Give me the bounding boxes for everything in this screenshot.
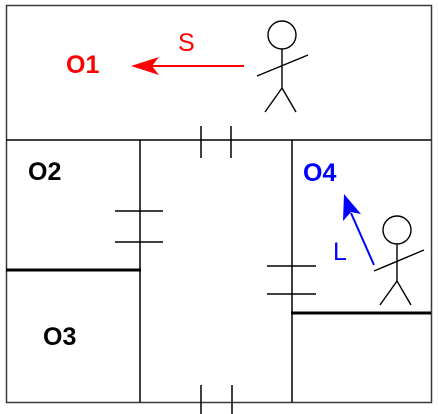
room-label-o2: O2 <box>28 158 61 186</box>
person-icon <box>373 215 425 306</box>
room-label-o1: O1 <box>66 51 99 79</box>
arrow-left <box>343 194 375 266</box>
arrow-straight <box>131 57 244 75</box>
door-left <box>115 210 163 243</box>
arrowhead-straight <box>131 57 159 75</box>
motion-label-left: L <box>333 238 347 266</box>
building-outline <box>5 4 433 404</box>
room-label-o3: O3 <box>43 323 76 351</box>
door-bottom <box>200 385 233 414</box>
door-top <box>200 126 232 158</box>
person-icon <box>256 20 309 113</box>
room-label-o4: O4 <box>303 159 336 187</box>
motion-label-straight: S <box>178 29 195 57</box>
door-right <box>267 265 316 295</box>
arrowhead-left <box>343 194 361 221</box>
